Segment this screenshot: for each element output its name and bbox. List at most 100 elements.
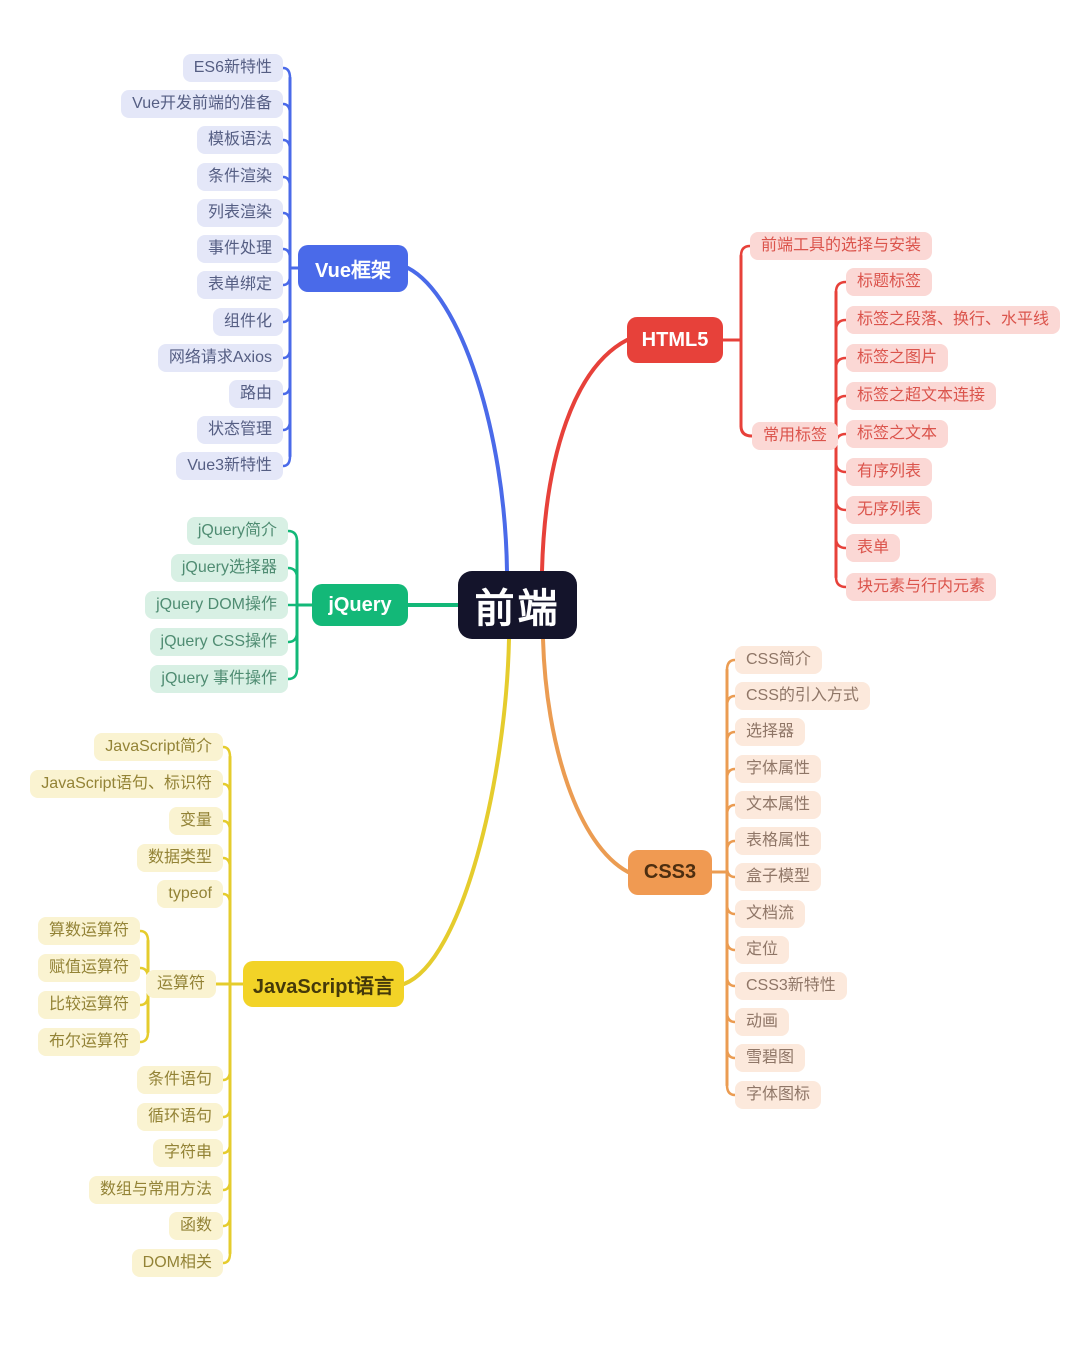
jquery-child-3[interactable]: jQuery CSS操作 [149, 628, 288, 656]
vue-child-2[interactable]: 模板语法 [196, 126, 283, 154]
root-node[interactable]: 前端 [458, 571, 577, 639]
html5-child-tag-0[interactable]: 标题标签 [846, 268, 933, 296]
html5-child-tag-8[interactable]: 块元素与行内元素 [846, 573, 997, 601]
connector-line [725, 803, 737, 817]
connector-line [725, 974, 737, 988]
connector-line [281, 66, 292, 80]
css3-child-4[interactable]: 文本属性 [735, 791, 822, 819]
connector-line [834, 575, 848, 589]
css3-child-2[interactable]: 选择器 [735, 718, 806, 746]
css3-child-1[interactable]: CSS的引入方式 [735, 682, 870, 710]
connector-line [221, 819, 232, 833]
vue-child-6[interactable]: 表单绑定 [196, 271, 283, 299]
connector-line [221, 892, 232, 906]
connector-line [739, 244, 752, 258]
jquery-child-4[interactable]: jQuery 事件操作 [150, 665, 288, 693]
javascript-child-op-1[interactable]: 赋值运算符 [37, 954, 140, 982]
html5-child-tag-1[interactable]: 标签之段落、换行、水平线 [846, 306, 1061, 334]
javascript-child-bottom-3[interactable]: 数组与常用方法 [88, 1176, 223, 1204]
vue-child-3[interactable]: 条件渲染 [196, 163, 283, 191]
node-operators-group[interactable]: 运算符 [145, 970, 216, 998]
connector-line [725, 658, 737, 672]
connector-line [281, 454, 292, 468]
connector-line [286, 630, 299, 644]
connector-line [402, 637, 511, 986]
connector-line [834, 536, 848, 550]
vue-child-7[interactable]: 组件化 [212, 308, 283, 336]
javascript-child-bottom-1[interactable]: 循环语句 [136, 1103, 223, 1131]
vue-child-5[interactable]: 事件处理 [196, 235, 283, 263]
connector-line [406, 266, 509, 573]
css3-child-3[interactable]: 字体属性 [735, 755, 822, 783]
vue-child-0[interactable]: ES6新特性 [182, 54, 283, 82]
css3-child-0[interactable]: CSS简介 [735, 646, 822, 674]
branch-node-jquery[interactable]: jQuery [312, 584, 408, 626]
vue-child-8[interactable]: 网络请求Axios [157, 344, 283, 372]
connector-line [138, 1030, 150, 1044]
connector-line [281, 418, 292, 432]
connector-line [286, 566, 299, 580]
branch-node-css3[interactable]: CSS3 [628, 850, 712, 895]
javascript-child-top-2[interactable]: 变量 [168, 807, 223, 835]
vue-child-9[interactable]: 路由 [228, 380, 283, 408]
html5-child-tag-7[interactable]: 表单 [846, 534, 901, 562]
connector-line [725, 730, 737, 744]
branch-node-html5[interactable]: HTML5 [627, 317, 723, 363]
html5-child-tag-4[interactable]: 标签之文本 [846, 420, 949, 448]
connector-line [286, 529, 299, 543]
html5-child-tag-6[interactable]: 无序列表 [846, 496, 933, 524]
connector-line [725, 1010, 737, 1024]
css3-child-10[interactable]: 动画 [735, 1008, 790, 1036]
javascript-child-top-4[interactable]: typeof [157, 880, 223, 908]
javascript-child-bottom-2[interactable]: 字符串 [152, 1139, 223, 1167]
connector-line [834, 318, 848, 332]
connector-line [725, 938, 737, 952]
connector-line [221, 1251, 232, 1265]
connector-line [725, 1046, 737, 1060]
vue-child-11[interactable]: Vue3新特性 [176, 452, 283, 480]
css3-child-12[interactable]: 字体图标 [735, 1081, 822, 1109]
javascript-child-top-3[interactable]: 数据类型 [136, 844, 223, 872]
connector-line [221, 1105, 232, 1119]
node-common-tags-group[interactable]: 常用标签 [752, 422, 839, 450]
css3-child-8[interactable]: 定位 [735, 936, 790, 964]
javascript-child-op-2[interactable]: 比较运算符 [37, 991, 140, 1019]
branch-node-javascript[interactable]: JavaScript语言 [243, 961, 404, 1007]
branch-node-vue[interactable]: Vue框架 [298, 245, 408, 292]
javascript-child-op-0[interactable]: 算数运算符 [37, 917, 140, 945]
connector-line [281, 273, 292, 287]
connector-line [286, 667, 299, 681]
jquery-child-0[interactable]: jQuery简介 [186, 517, 288, 545]
connector-line [725, 902, 737, 916]
css3-child-9[interactable]: CSS3新特性 [735, 972, 847, 1000]
connector-line [281, 102, 292, 116]
html5-child-tag-2[interactable]: 标签之图片 [846, 344, 949, 372]
css3-child-7[interactable]: 文档流 [735, 900, 806, 928]
connector-line [221, 856, 232, 870]
html5-child-tag-5[interactable]: 有序列表 [846, 458, 933, 486]
javascript-child-op-3[interactable]: 布尔运算符 [37, 1028, 140, 1056]
css3-child-11[interactable]: 雪碧图 [735, 1044, 806, 1072]
connector-line [739, 424, 754, 438]
javascript-child-bottom-4[interactable]: 函数 [168, 1212, 223, 1240]
css3-child-6[interactable]: 盒子模型 [735, 863, 822, 891]
javascript-child-top-0[interactable]: JavaScript简介 [94, 733, 223, 761]
javascript-child-bottom-5[interactable]: DOM相关 [131, 1249, 223, 1277]
javascript-child-top-1[interactable]: JavaScript语句、标识符 [30, 770, 223, 798]
javascript-child-bottom-0[interactable]: 条件语句 [136, 1066, 223, 1094]
connector-line [281, 247, 292, 261]
connector-line [281, 138, 292, 152]
jquery-child-2[interactable]: jQuery DOM操作 [145, 591, 288, 619]
html5-child-0[interactable]: 前端工具的选择与安装 [750, 232, 933, 260]
css3-child-5[interactable]: 表格属性 [735, 827, 822, 855]
connector-line [221, 745, 232, 759]
jquery-child-1[interactable]: jQuery选择器 [170, 554, 288, 582]
connector-line [834, 356, 848, 370]
html5-child-tag-3[interactable]: 标签之超文本连接 [846, 382, 997, 410]
vue-child-4[interactable]: 列表渲染 [196, 199, 283, 227]
vue-child-10[interactable]: 状态管理 [196, 416, 283, 444]
vue-child-1[interactable]: Vue开发前端的准备 [121, 90, 283, 118]
connector-line [725, 767, 737, 781]
